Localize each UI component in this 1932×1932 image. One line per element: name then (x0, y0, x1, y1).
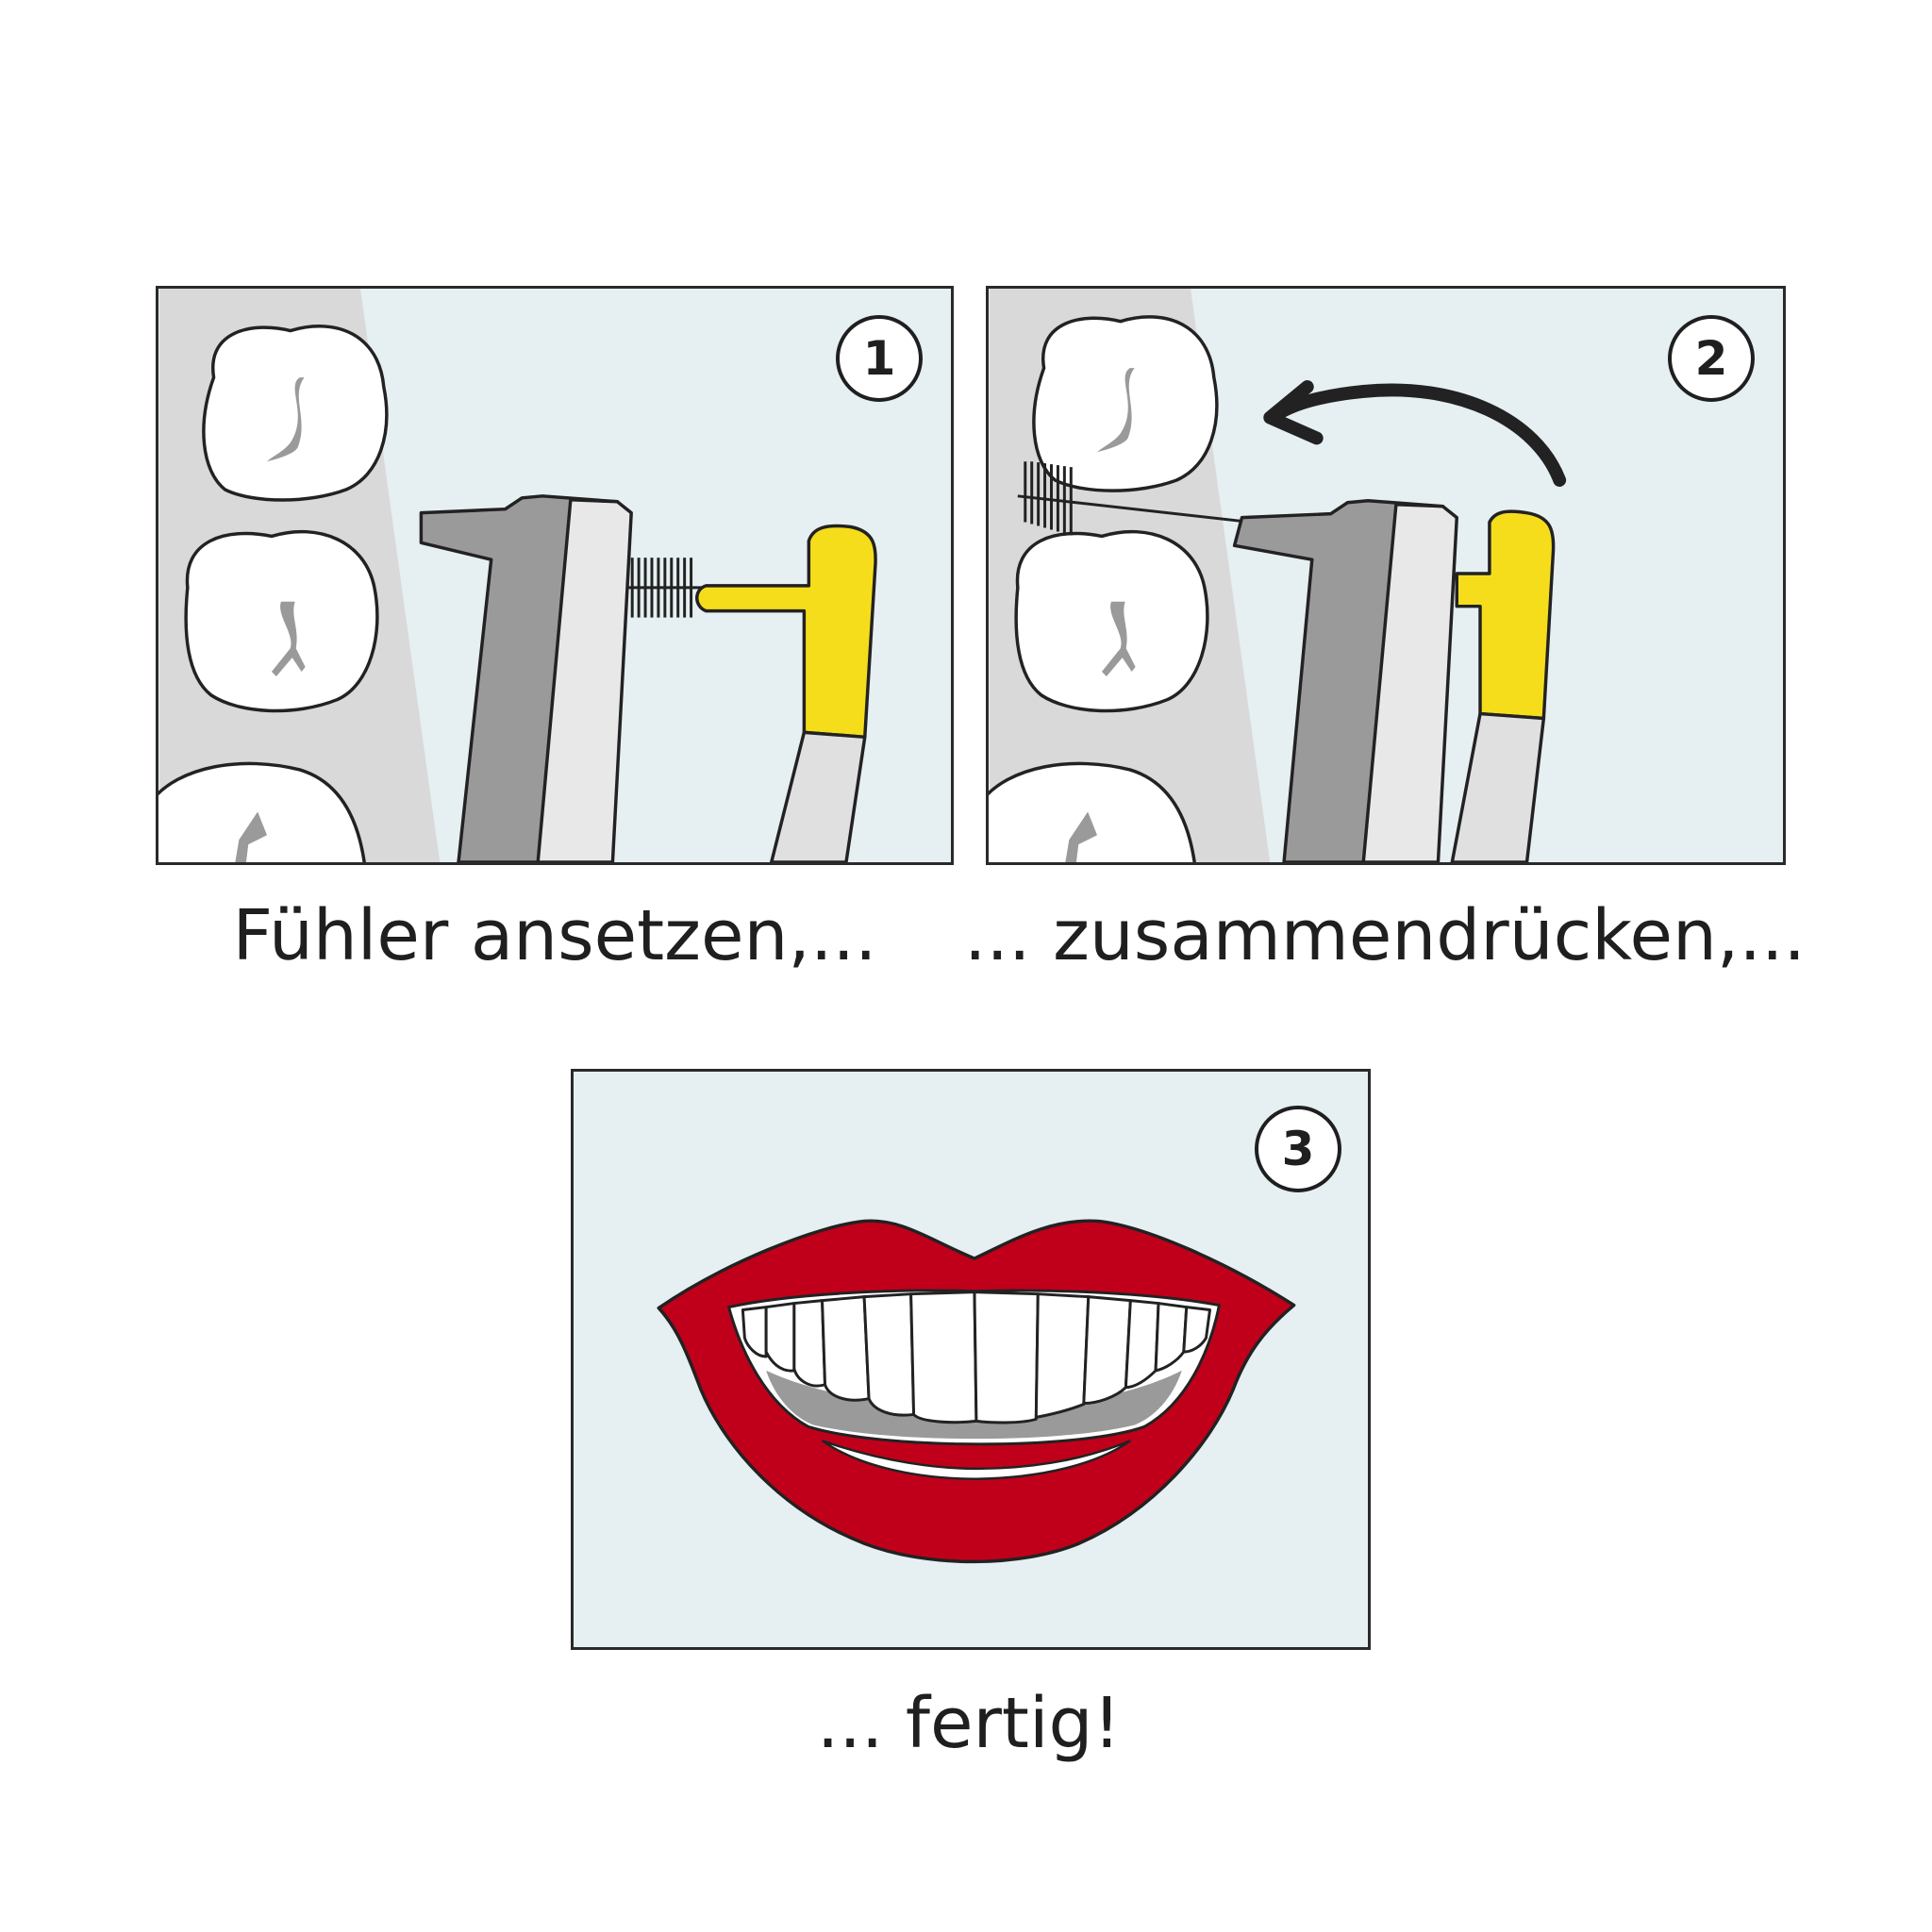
step-2-number-badge: 2 (1668, 315, 1755, 402)
step-1-number-badge: 1 (836, 315, 923, 402)
step-2-illustration (989, 289, 1567, 862)
step-1-caption: Fühler ansetzen,... (232, 895, 877, 976)
step-3-number-badge: 3 (1255, 1106, 1341, 1192)
step-2-caption: ... zusammendrücken,... (963, 895, 1807, 976)
step-2-panel: 2 (986, 286, 1786, 865)
molar-tooth-icon (1032, 315, 1219, 492)
interdental-brush-icon (1017, 461, 1556, 862)
step-3-panel: 3 (571, 1069, 1371, 1650)
step-1-panel: 1 (156, 286, 954, 865)
smiling-mouth-icon (657, 1219, 1296, 1564)
step-3-illustration (657, 1219, 1296, 1564)
molar-tooth-icon (1014, 529, 1209, 713)
molar-tooth-icon (184, 529, 379, 713)
molar-tooth-icon (989, 761, 1196, 862)
molar-tooth-icon (158, 761, 366, 862)
step-1-illustration (158, 289, 877, 862)
curved-arrow-icon (1263, 380, 1567, 487)
interdental-brush-icon (419, 494, 877, 862)
molar-tooth-icon (202, 325, 389, 502)
step-3-caption: ... fertig! (816, 1683, 1122, 1764)
